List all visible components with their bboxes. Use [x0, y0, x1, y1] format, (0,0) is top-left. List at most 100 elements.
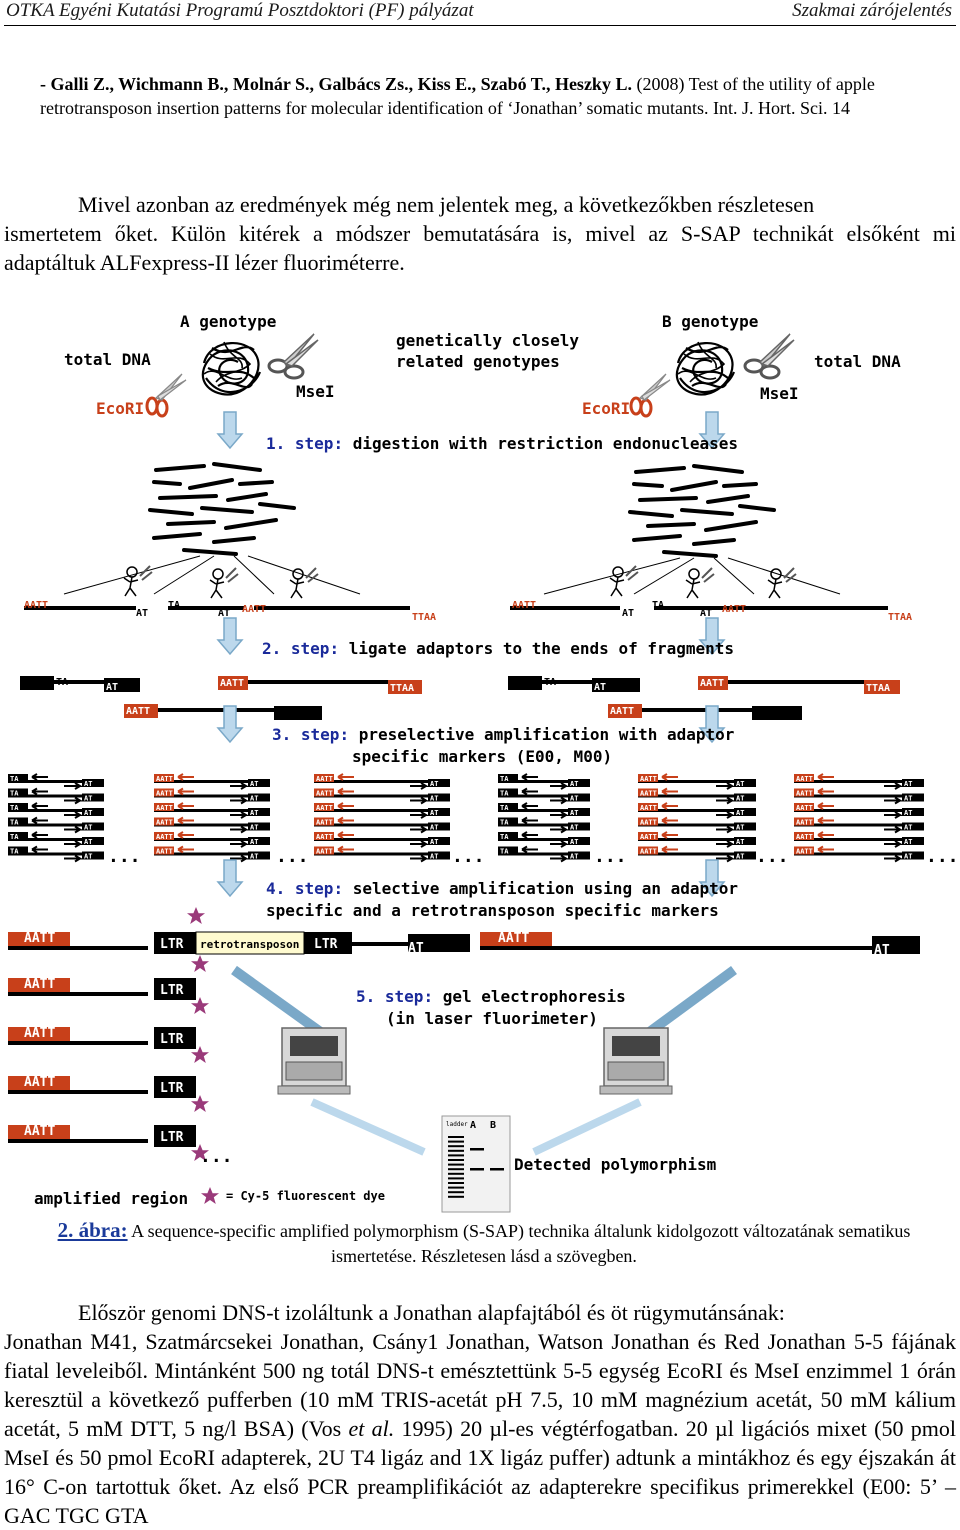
primer-arrow — [661, 773, 678, 781]
svg-text:AATT: AATT — [700, 678, 724, 689]
primer-arrow — [817, 773, 834, 781]
adaptor-left — [794, 832, 814, 840]
primer-arrow — [661, 845, 678, 854]
amplicon-strand — [8, 1139, 148, 1143]
amplicon-strand — [154, 794, 270, 798]
adaptor-label: AT — [84, 853, 92, 861]
primer-arrow — [31, 773, 48, 781]
fan-lines — [63, 555, 841, 595]
ecori-adaptor — [8, 978, 70, 992]
lane-a-band — [470, 1148, 484, 1151]
svg-text:TTAA: TTAA — [412, 612, 436, 623]
amplicon-strand — [794, 838, 924, 841]
adaptor-right — [902, 779, 924, 787]
step3-label: 3. step: preselective amplification with… — [272, 725, 734, 744]
ladder-band — [448, 1145, 464, 1148]
amplicon-strand — [154, 852, 270, 856]
adaptor-left — [8, 774, 28, 782]
adaptor-right — [902, 851, 924, 860]
primer-arrow — [410, 854, 430, 863]
adaptor-left — [638, 846, 658, 855]
amplicon-strand — [314, 809, 450, 812]
adaptor-label: AT — [736, 809, 744, 817]
arrow-gel-left-icon — [231, 965, 329, 1041]
adaptor-label: AT — [250, 824, 258, 832]
svg-text:...: ... — [452, 846, 485, 867]
adaptor-label: AT — [250, 853, 258, 861]
svg-text:TTAA: TTAA — [888, 612, 912, 623]
cy5-star-icon — [191, 955, 209, 972]
adaptor-label: AATT — [796, 848, 813, 856]
adaptor-label: AATT — [156, 775, 173, 783]
ellipses-step3: ... ... ... ... ... ... — [108, 846, 956, 867]
adaptor-left — [638, 832, 658, 840]
label-ecori-a: EcoRI — [96, 399, 144, 418]
adaptor-label: TA — [500, 819, 509, 827]
adaptor-label: AT — [430, 795, 438, 803]
label-ecori-b: EcoRI — [582, 399, 630, 418]
primer-arrow — [230, 854, 250, 863]
ltr-label: LTR — [160, 1130, 184, 1145]
svg-text:...: ... — [276, 846, 309, 867]
amplicon-strand — [8, 780, 104, 783]
adaptor-label: AT — [430, 824, 438, 832]
adaptor-left — [638, 803, 658, 811]
adaptor-label: TA — [10, 833, 19, 841]
adaptor-label: AATT — [24, 977, 55, 992]
ladder-band — [448, 1191, 464, 1194]
cy5-star-icon — [201, 1187, 219, 1204]
adaptor-right — [902, 793, 924, 802]
adaptor-label: AT — [430, 809, 438, 817]
primer-arrow — [64, 854, 84, 863]
amplicon-strand — [498, 852, 590, 856]
amplicon-strand — [8, 794, 104, 798]
primer-arrow — [410, 840, 430, 848]
lane-b-band — [490, 1168, 504, 1171]
primer-arrow — [177, 845, 194, 854]
primer-arrow — [550, 825, 570, 834]
primer-arrow — [716, 782, 736, 790]
adaptor-left — [154, 832, 174, 840]
adaptor-label: AATT — [796, 775, 813, 783]
adaptor-right — [568, 851, 590, 860]
primer-arrow — [177, 773, 194, 781]
adaptor-label: AT — [84, 780, 92, 788]
adaptor-left — [8, 817, 28, 826]
adaptor-right — [734, 793, 756, 802]
adaptor-label: AT — [84, 838, 92, 846]
amplicon-strand — [314, 780, 450, 783]
step5-label-line2: (in laser fluorimeter) — [386, 1009, 598, 1028]
step5-label: 5. step: gel electrophoresis — [356, 987, 626, 1006]
adaptor-label: AT — [430, 780, 438, 788]
adaptor-left — [498, 817, 518, 826]
primer-arrow — [177, 831, 194, 839]
amplified-region-label: amplified region — [34, 1189, 188, 1208]
adaptor-right — [568, 779, 590, 787]
amplicon-strand — [794, 794, 924, 798]
adaptor-label: TA — [500, 790, 509, 798]
adaptor-label: AATT — [24, 1124, 55, 1139]
adaptor-left — [8, 846, 28, 855]
primer-arrow — [410, 796, 430, 805]
primer-arrow — [337, 802, 354, 810]
adaptor-left — [794, 846, 814, 855]
adaptor-label: AT — [570, 809, 578, 817]
scissors-ecori-a-icon — [145, 372, 188, 418]
amplicon-strand — [314, 794, 450, 798]
adaptor-label: TA — [10, 819, 19, 827]
ladder-band — [448, 1177, 464, 1180]
svg-text:AT: AT — [274, 710, 286, 721]
amplicon-strand — [498, 809, 590, 812]
amplicon-strand — [314, 823, 450, 827]
svg-text:AT: AT — [218, 608, 230, 619]
primer-arrow — [661, 787, 678, 796]
primer-arrow — [884, 782, 904, 790]
step4-label: 4. step: selective amplification using a… — [266, 879, 738, 898]
caption-text: A sequence-specific amplified polymorphi… — [127, 1221, 911, 1266]
primer-arrow — [521, 816, 538, 825]
arrow-down-2a-icon — [217, 617, 243, 655]
label-total-dna-left: total DNA — [64, 350, 151, 369]
ladder-band — [448, 1168, 464, 1171]
ladder-band — [448, 1163, 464, 1166]
